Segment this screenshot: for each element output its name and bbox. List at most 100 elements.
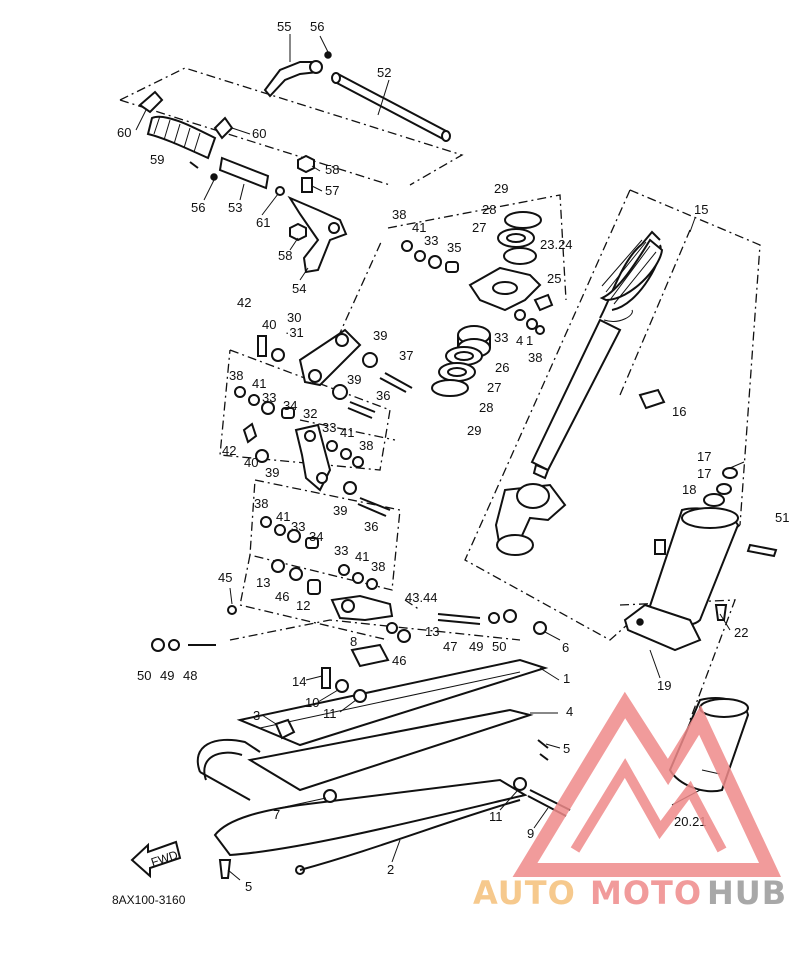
callout-label: 33: [262, 390, 276, 405]
callout-label: 36: [364, 519, 378, 534]
callout-label: 47: [443, 639, 457, 654]
callout-label: 14: [292, 674, 306, 689]
arm-54: [287, 195, 348, 274]
callout-label: 50: [137, 668, 151, 683]
callout-label: 46: [392, 653, 406, 668]
callout-label: 58: [278, 248, 292, 263]
callout-labels: 55 56 52 60 60 59 58 57 56 53 61 58 54 2…: [117, 19, 789, 894]
collar-16: [638, 388, 666, 410]
callout-label: 39: [373, 328, 387, 343]
callout-label: 20.21: [674, 814, 707, 829]
callout-label: 49: [469, 639, 483, 654]
callout-label: 60: [117, 125, 131, 140]
callout-label: 4: [516, 333, 523, 348]
callout-label: 38: [229, 368, 243, 383]
ski-assembly: [196, 658, 571, 879]
callout-label: ·31: [285, 325, 304, 340]
callout-label: 43.44: [405, 590, 438, 605]
callout-label: 1: [563, 671, 570, 686]
callout-label: 50: [492, 639, 506, 654]
callout-label: 38: [371, 559, 385, 574]
callout-label: 27: [487, 380, 501, 395]
group-outlines: [119, 67, 761, 721]
callout-label: 29: [467, 423, 481, 438]
callout-label: 46: [275, 589, 289, 604]
callout-label: 58: [325, 162, 339, 177]
callout-label: 18: [682, 482, 696, 497]
plug-51: [746, 543, 778, 558]
callout-label: 49: [160, 668, 174, 683]
watermark-part1: AUTO: [473, 874, 576, 912]
watermark: AUTO MOTO HUB: [473, 691, 787, 912]
callout-label: 41: [252, 376, 266, 391]
callout-label: 60: [252, 126, 266, 141]
steering-shaft-group: [138, 51, 451, 274]
callout-label: 56: [191, 200, 205, 215]
callout-label: 2: [387, 862, 394, 877]
callout-label: 28: [479, 400, 493, 415]
callout-label: 56: [310, 19, 324, 34]
watermark-part2: MOTO: [590, 874, 702, 912]
rail-1: [236, 658, 549, 747]
rod-52: [334, 73, 449, 141]
nut-58-bottom: [289, 222, 307, 242]
callout-label: 38: [359, 438, 373, 453]
callout-label: 33: [291, 519, 305, 534]
callout-label: 38: [528, 350, 542, 365]
callout-label: 33: [334, 543, 348, 558]
callout-label: 9: [527, 826, 534, 841]
callout-label: 41: [340, 425, 354, 440]
runner-4: [247, 708, 534, 792]
watermark-part3: HUB: [707, 874, 787, 912]
callout-label: 11: [489, 809, 503, 824]
callout-label: 13: [425, 624, 439, 639]
callout-label: 16: [672, 404, 686, 419]
pin-42-top: [257, 335, 267, 357]
callout-label: 59: [150, 152, 164, 167]
callout-label: 39: [265, 465, 279, 480]
callout-label: 51: [775, 510, 789, 525]
callout-label: 10: [305, 695, 319, 710]
callout-label: 3: [253, 708, 260, 723]
cylinder-parts: [703, 467, 778, 558]
callout-label: 45: [218, 570, 232, 585]
callout-label: 7: [273, 807, 280, 822]
linkage-plates: [242, 328, 362, 492]
cylinder-19: [623, 507, 740, 652]
callout-label: 48: [183, 668, 197, 683]
callout-label: 13: [256, 575, 270, 590]
callout-label: 22: [734, 625, 748, 640]
callout-label: 5: [563, 741, 570, 756]
boot-59: [146, 115, 217, 160]
callout-label: 42: [237, 295, 251, 310]
callout-label: 26: [495, 360, 509, 375]
clamp-60-left: [138, 90, 164, 114]
callout-label: 17: [697, 449, 711, 464]
callout-label: 53: [228, 200, 242, 215]
bolt-22: [714, 604, 728, 621]
upper-seat-parts: [401, 211, 554, 397]
nut-56: [324, 51, 332, 59]
shaft-53: [218, 156, 270, 190]
callout-label: 36: [376, 388, 390, 403]
callout-label: 12: [296, 598, 310, 613]
callout-label: 42: [222, 443, 236, 458]
callout-label: 40: [262, 317, 276, 332]
callout-label: 41: [355, 549, 369, 564]
shock-absorber-15: [494, 230, 664, 556]
callout-label: 27: [472, 220, 486, 235]
fwd-arrow: FWD: [130, 840, 182, 879]
callout-label: 38: [254, 496, 268, 511]
callout-label: 39: [347, 372, 361, 387]
callout-label: 6: [562, 640, 569, 655]
callout-label: 15: [694, 202, 708, 217]
callout-label: 38: [392, 207, 406, 222]
callout-label: 4: [566, 704, 573, 719]
callout-label: 33: [322, 420, 336, 435]
callout-label: 29: [494, 181, 508, 196]
stopper-8: [350, 643, 390, 668]
callout-label: 25: [547, 271, 561, 286]
callout-label: 37: [399, 348, 413, 363]
